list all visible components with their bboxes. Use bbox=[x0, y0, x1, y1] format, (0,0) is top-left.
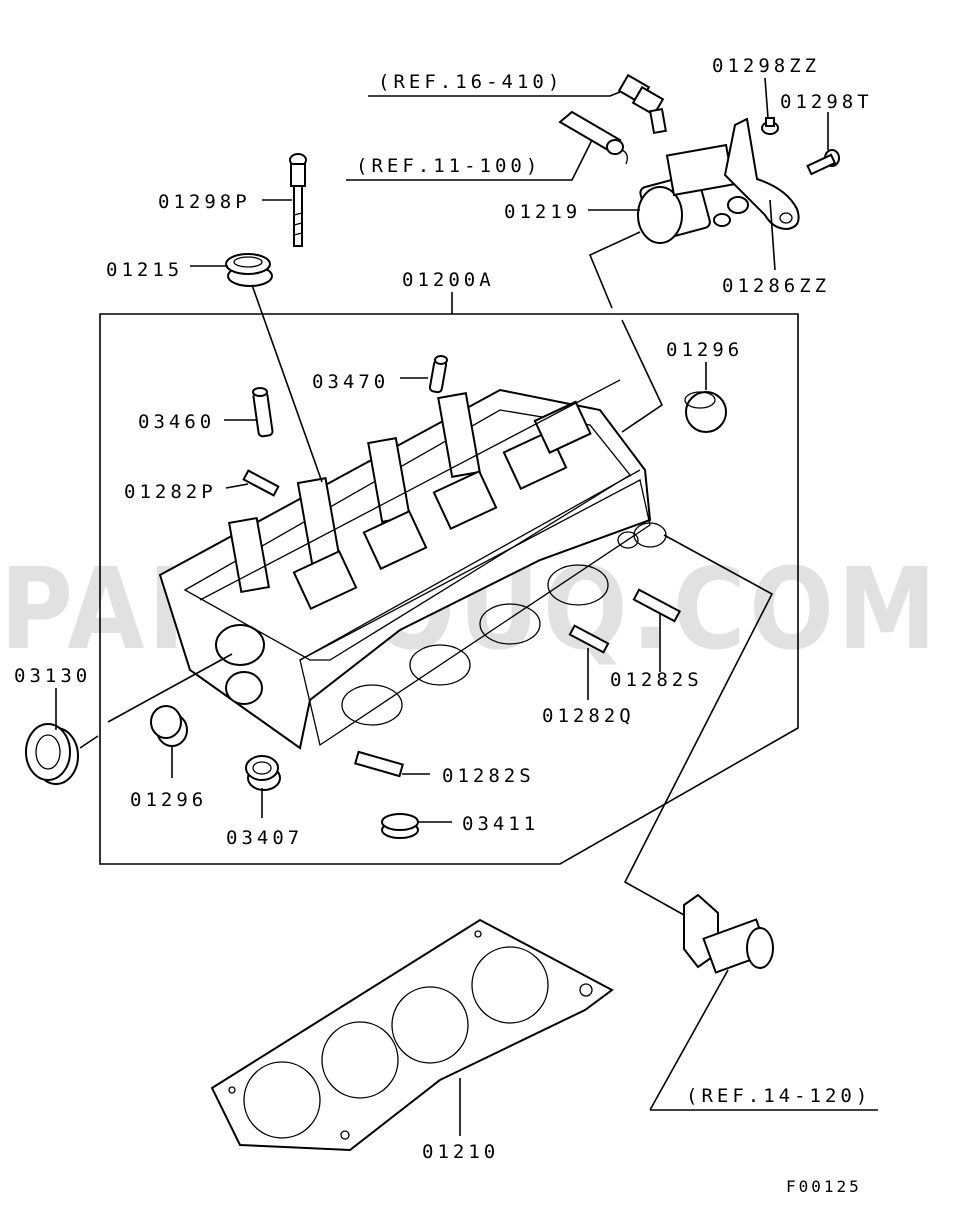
label-03460: 03460 bbox=[138, 411, 215, 433]
figure-code: F00125 bbox=[786, 1177, 862, 1196]
stud-01282P bbox=[242, 469, 280, 497]
cylinder-head-drawing bbox=[158, 379, 667, 750]
water-outlet-ref-14-120 bbox=[683, 893, 774, 974]
guide-03460 bbox=[252, 387, 274, 438]
sensor-ref-16-410 bbox=[617, 73, 667, 135]
label-01298T: 01298T bbox=[780, 91, 873, 113]
label-01282S-bottom: 01282S bbox=[442, 765, 535, 787]
label-01200A: 01200A bbox=[402, 269, 495, 291]
plug-01215 bbox=[225, 253, 273, 287]
label-01215: 01215 bbox=[106, 259, 183, 281]
label-01298ZZ: 01298ZZ bbox=[712, 55, 820, 77]
label-03407: 03407 bbox=[226, 827, 303, 849]
stud-01282S-bottom bbox=[354, 750, 404, 778]
bolt-01298P bbox=[289, 153, 307, 247]
label-01282Q: 01282Q bbox=[542, 705, 635, 727]
plug-01296-top bbox=[684, 391, 727, 433]
plug-01296-left bbox=[150, 705, 188, 747]
cylinder-head-frame bbox=[99, 313, 799, 865]
label-01296-top: 01296 bbox=[666, 339, 743, 361]
stud-01282S-right bbox=[632, 588, 682, 623]
label-03470: 03470 bbox=[312, 371, 389, 393]
label-ref-16-410: (REF.16-410) bbox=[378, 71, 563, 93]
seal-03407 bbox=[245, 755, 281, 791]
label-01210: 01210 bbox=[422, 1141, 499, 1163]
label-01298P: 01298P bbox=[158, 191, 251, 213]
head-gasket-01210 bbox=[210, 918, 614, 1152]
connector-ref-11-100 bbox=[558, 110, 628, 165]
label-03411: 03411 bbox=[462, 813, 539, 835]
seal-03411 bbox=[381, 813, 419, 839]
screw-01298ZZ bbox=[761, 117, 779, 135]
bolt-01298T bbox=[806, 149, 840, 176]
label-ref-14-120: (REF.14-120) bbox=[686, 1085, 871, 1107]
stud-01282Q bbox=[568, 624, 610, 654]
leader-lines bbox=[55, 77, 878, 1136]
label-01296-left: 01296 bbox=[130, 789, 207, 811]
label-01286ZZ: 01286ZZ bbox=[722, 275, 830, 297]
guide-03470 bbox=[428, 355, 448, 394]
label-01282S-right: 01282S bbox=[610, 669, 703, 691]
seal-03130 bbox=[25, 723, 79, 785]
label-01282P: 01282P bbox=[124, 481, 217, 503]
label-03130: 03130 bbox=[14, 665, 91, 687]
label-ref-11-100: (REF.11-100) bbox=[356, 155, 541, 177]
label-01219: 01219 bbox=[504, 201, 581, 223]
actuator-01219 bbox=[637, 143, 749, 244]
